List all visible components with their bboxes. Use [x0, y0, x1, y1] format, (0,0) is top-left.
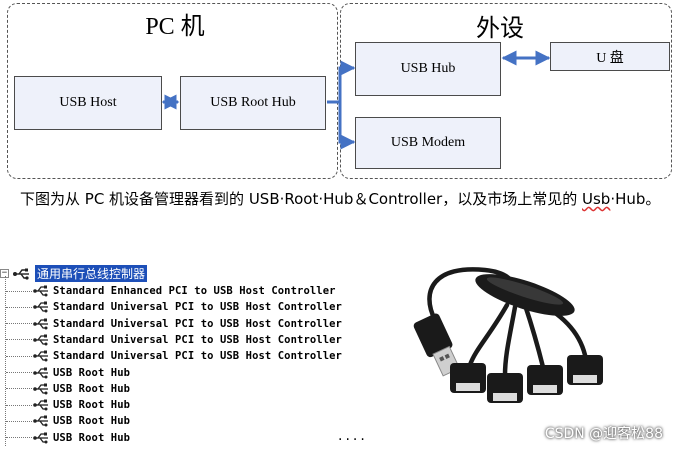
usb-device-icon: [33, 383, 48, 395]
u-disk-box: U 盘: [550, 42, 670, 71]
arrow-roothub-modem: [338, 102, 356, 150]
tree-branch-line: [6, 372, 32, 373]
device-tree-item-label: Standard Enhanced PCI to USB Host Contro…: [53, 285, 336, 297]
device-tree-item[interactable]: Standard Universal PCI to USB Host Contr…: [6, 299, 342, 315]
tree-connector-line: [5, 276, 6, 446]
tree-branch-line: [6, 339, 32, 341]
tree-branch-line: [6, 355, 32, 357]
tree-branch-line: [6, 323, 32, 325]
usb-trident-icon: [13, 268, 29, 280]
caption-underlined: Usb: [582, 190, 611, 208]
usb-modem-label: USB Modem: [390, 135, 466, 150]
usb-device-icon: [33, 285, 48, 297]
device-tree-item-label: USB Root Hub: [53, 382, 131, 395]
device-tree-item-label: USB Root Hub: [53, 415, 131, 428]
usb-host-box: USB Host: [14, 76, 162, 130]
device-tree-item[interactable]: Standard Universal PCI to USB Host Contr…: [6, 332, 342, 348]
usb-host-label: USB Host: [59, 95, 117, 110]
device-tree-item-label: Standard Universal PCI to USB Host Contr…: [53, 333, 342, 346]
tree-branch-line: [6, 388, 32, 390]
device-tree-item-label: USB Root Hub: [53, 366, 131, 379]
watermark: CSDN @迎客松88: [544, 426, 663, 442]
usb-device-icon: [33, 415, 48, 427]
device-tree-item[interactable]: USB Root Hub: [6, 381, 130, 397]
device-tree-item[interactable]: Standard Universal PCI to USB Host Contr…: [6, 316, 342, 332]
device-tree-item[interactable]: USB Root Hub: [6, 430, 130, 446]
usb-device-icon: [33, 318, 48, 330]
usb-root-hub-box: USB Root Hub: [180, 76, 326, 130]
usb-device-icon: [33, 301, 48, 313]
connector-arrows: [161, 50, 551, 150]
device-tree-item[interactable]: USB Root Hub: [6, 413, 130, 429]
collapse-icon[interactable]: −: [0, 268, 9, 278]
caption-after: ·Hub。: [610, 190, 661, 208]
usb-hub-photo: [413, 267, 603, 403]
tree-branch-line: [6, 420, 32, 422]
arrow-roothub-hub: [327, 60, 356, 104]
device-tree-item-label: Standard Universal PCI to USB Host Contr…: [53, 350, 342, 363]
caption-text: 下图为从 PC 机设备管理器看到的 USB·Root·Hub＆Controlle…: [20, 188, 660, 209]
caption-before: 下图为从 PC 机设备管理器看到的 USB·Root·Hub＆Controlle…: [20, 190, 582, 208]
device-tree-item[interactable]: Standard Enhanced PCI to USB Host Contro…: [6, 283, 336, 299]
device-tree-item[interactable]: USB Root Hub: [6, 365, 130, 381]
usb-device-icon: [33, 350, 48, 362]
device-tree-item[interactable]: Standard Universal PCI to USB Host Contr…: [6, 348, 342, 364]
ellipsis: ....: [338, 428, 368, 444]
device-tree-item[interactable]: USB Root Hub: [6, 397, 130, 413]
usb-device-icon: [33, 432, 48, 444]
device-tree-item-label: Standard Universal PCI to USB Host Contr…: [53, 301, 342, 314]
usb-modem-box: USB Modem: [355, 117, 501, 169]
u-disk-label: U 盘: [596, 50, 624, 66]
tree-branch-line: [6, 290, 32, 292]
device-tree-root[interactable]: − 通用串行总线控制器: [0, 265, 148, 282]
device-tree-item-label: Standard Universal PCI to USB Host Contr…: [53, 317, 342, 330]
pc-region-title: PC 机: [145, 14, 205, 40]
tree-branch-line: [6, 306, 32, 308]
usb-device-icon: [33, 334, 48, 346]
device-tree-item-label: USB Root Hub: [53, 431, 131, 444]
device-tree-item-label: USB Root Hub: [53, 399, 131, 412]
peripheral-region-title: 外设: [476, 16, 524, 42]
usb-hub-label: USB Hub: [400, 61, 456, 76]
pc-region: [7, 3, 338, 179]
usb-root-hub-label: USB Root Hub: [210, 95, 296, 110]
usb-device-icon: [33, 399, 48, 411]
usb-hub-box: USB Hub: [355, 42, 501, 96]
device-tree-root-label: 通用串行总线控制器: [35, 265, 148, 282]
usb-device-icon: [33, 367, 48, 378]
tree-branch-line: [6, 437, 32, 439]
tree-branch-line: [6, 404, 32, 406]
